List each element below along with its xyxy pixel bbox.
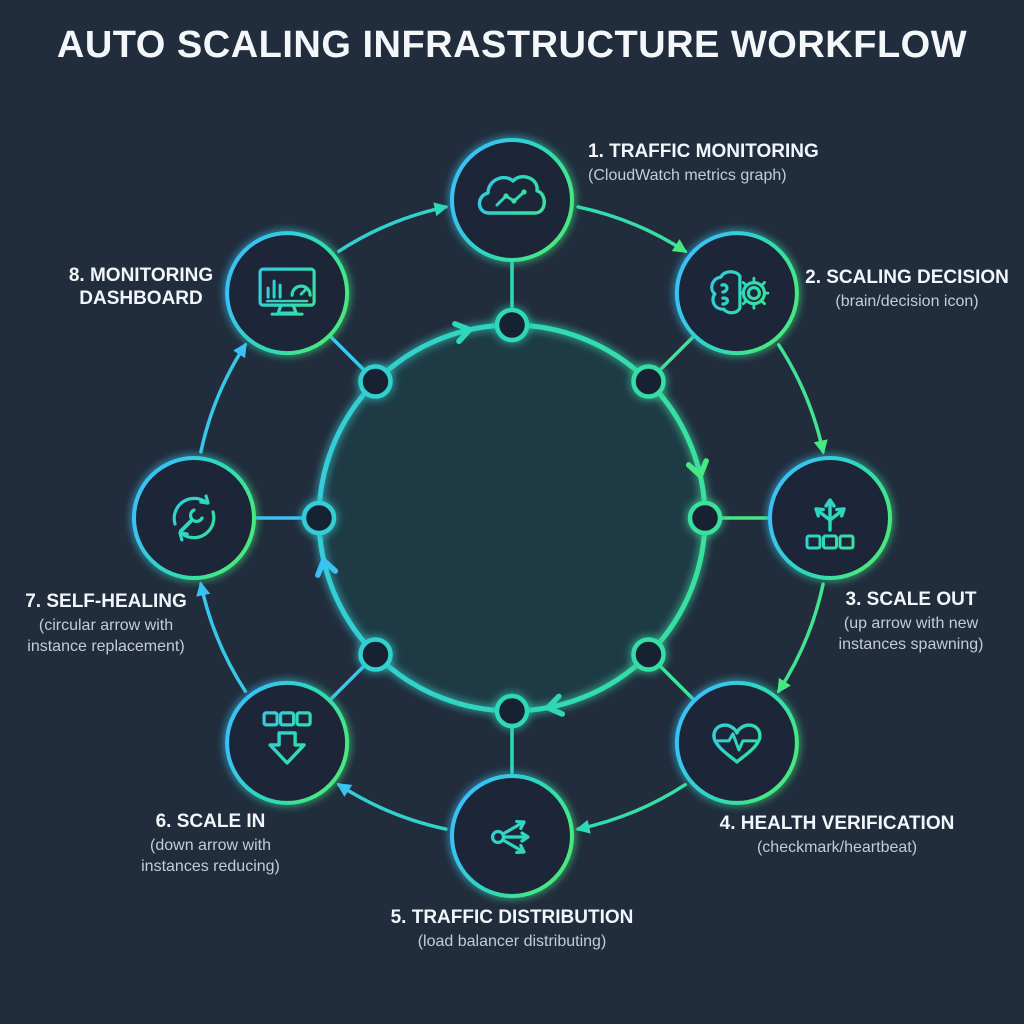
- heartbeat-icon: [712, 723, 762, 764]
- junction-dot-top-left: [358, 364, 393, 399]
- node-traffic-monitoring: [450, 138, 574, 262]
- arc-1-to-2: [576, 205, 688, 254]
- node-5-desc: (load balancer distributing): [417, 933, 607, 951]
- node-circle: [674, 231, 799, 356]
- arc-3-to-4: [776, 582, 825, 694]
- arc-7-to-8: [199, 342, 248, 454]
- node-circle: [225, 680, 350, 805]
- node-4-title: 4. HEALTH VERIFICATION: [719, 813, 955, 834]
- junction-dot-bottom-right: [631, 637, 666, 672]
- node-1-desc: (CloudWatch metrics graph): [588, 167, 787, 185]
- node-7-desc: (circular arrow with instance replacemen…: [27, 617, 185, 655]
- node-label-7: 7. SELF-HEALING (circular arrow with ins…: [8, 590, 204, 657]
- arc-6-to-7: [196, 581, 248, 693]
- ring-arrow-left: [315, 557, 339, 578]
- dashboard-icon: [258, 267, 316, 316]
- node-monitoring-dashboard: [225, 231, 350, 356]
- page-title: AUTO SCALING INFRASTRUCTURE WORKFLOW: [56, 24, 968, 66]
- node-6-title: 6. SCALE IN: [155, 811, 266, 832]
- node-label-8: 8. MONITORING DASHBOARD: [56, 264, 226, 313]
- scale-out-icon: [805, 498, 855, 550]
- node-7-title: 7. SELF-HEALING: [25, 591, 187, 612]
- node-1-title: 1. TRAFFIC MONITORING: [588, 141, 819, 162]
- arc-4-to-5: [575, 782, 687, 834]
- node-circle: [225, 231, 350, 356]
- junction-dot-bottom-left: [358, 637, 393, 672]
- ring-arrow-right: [685, 458, 709, 479]
- node-scaling-decision: [674, 231, 799, 356]
- node-traffic-distribution: [450, 774, 574, 898]
- node-6-desc: (down arrow with instances reducing): [141, 837, 280, 875]
- junction-dot-right: [687, 500, 723, 536]
- node-3-title: 3. SCALE OUT: [845, 589, 977, 610]
- self-healing-icon: [172, 494, 216, 542]
- junction-dot-left: [301, 500, 337, 536]
- node-scale-in: [225, 680, 350, 805]
- arc-8-to-1: [337, 202, 449, 254]
- arc-5-to-6: [336, 782, 448, 831]
- node-8-title: 8. MONITORING DASHBOARD: [68, 265, 214, 310]
- node-5-title: 5. TRAFFIC DISTRIBUTION: [390, 907, 634, 928]
- node-self-healing: [132, 456, 256, 580]
- node-2-desc: (brain/decision icon): [835, 293, 979, 311]
- outer-cycle-arrows: [196, 202, 828, 834]
- node-label-4: 4. HEALTH VERIFICATION (checkmark/heartb…: [711, 812, 963, 859]
- node-circle: [132, 456, 256, 580]
- node-3-desc: (up arrow with new instances spawning): [838, 615, 984, 653]
- node-label-2: 2. SCALING DECISION (brain/decision icon…: [798, 266, 1016, 313]
- node-label-1: 1. TRAFFIC MONITORING (CloudWatch metric…: [588, 140, 850, 187]
- ring-direction-arrows: [315, 321, 709, 717]
- node-2-title: 2. SCALING DECISION: [805, 267, 1009, 288]
- cloud-metrics-icon: [477, 175, 546, 215]
- junction-dot-top-right: [631, 364, 666, 399]
- ring-junction-dots: [301, 307, 723, 729]
- brain-gear-icon: [710, 270, 770, 315]
- node-health-verification: [674, 680, 799, 805]
- load-balancer-icon: [490, 819, 530, 855]
- arc-2-to-3: [776, 343, 828, 455]
- node-label-5: 5. TRAFFIC DISTRIBUTION (load balancer d…: [377, 906, 647, 953]
- ring-arrow-top: [452, 321, 473, 345]
- node-4-desc: (checkmark/heartbeat): [756, 839, 918, 857]
- ring-arrow-bottom: [545, 693, 566, 717]
- scale-in-icon: [262, 711, 312, 765]
- node-label-3: 3. SCALE OUT (up arrow with new instance…: [818, 588, 1004, 655]
- node-label-6: 6. SCALE IN (down arrow with instances r…: [118, 810, 303, 877]
- node-scale-out: [768, 456, 892, 580]
- junction-dot-bottom: [494, 693, 530, 729]
- junction-dot-top: [494, 307, 530, 343]
